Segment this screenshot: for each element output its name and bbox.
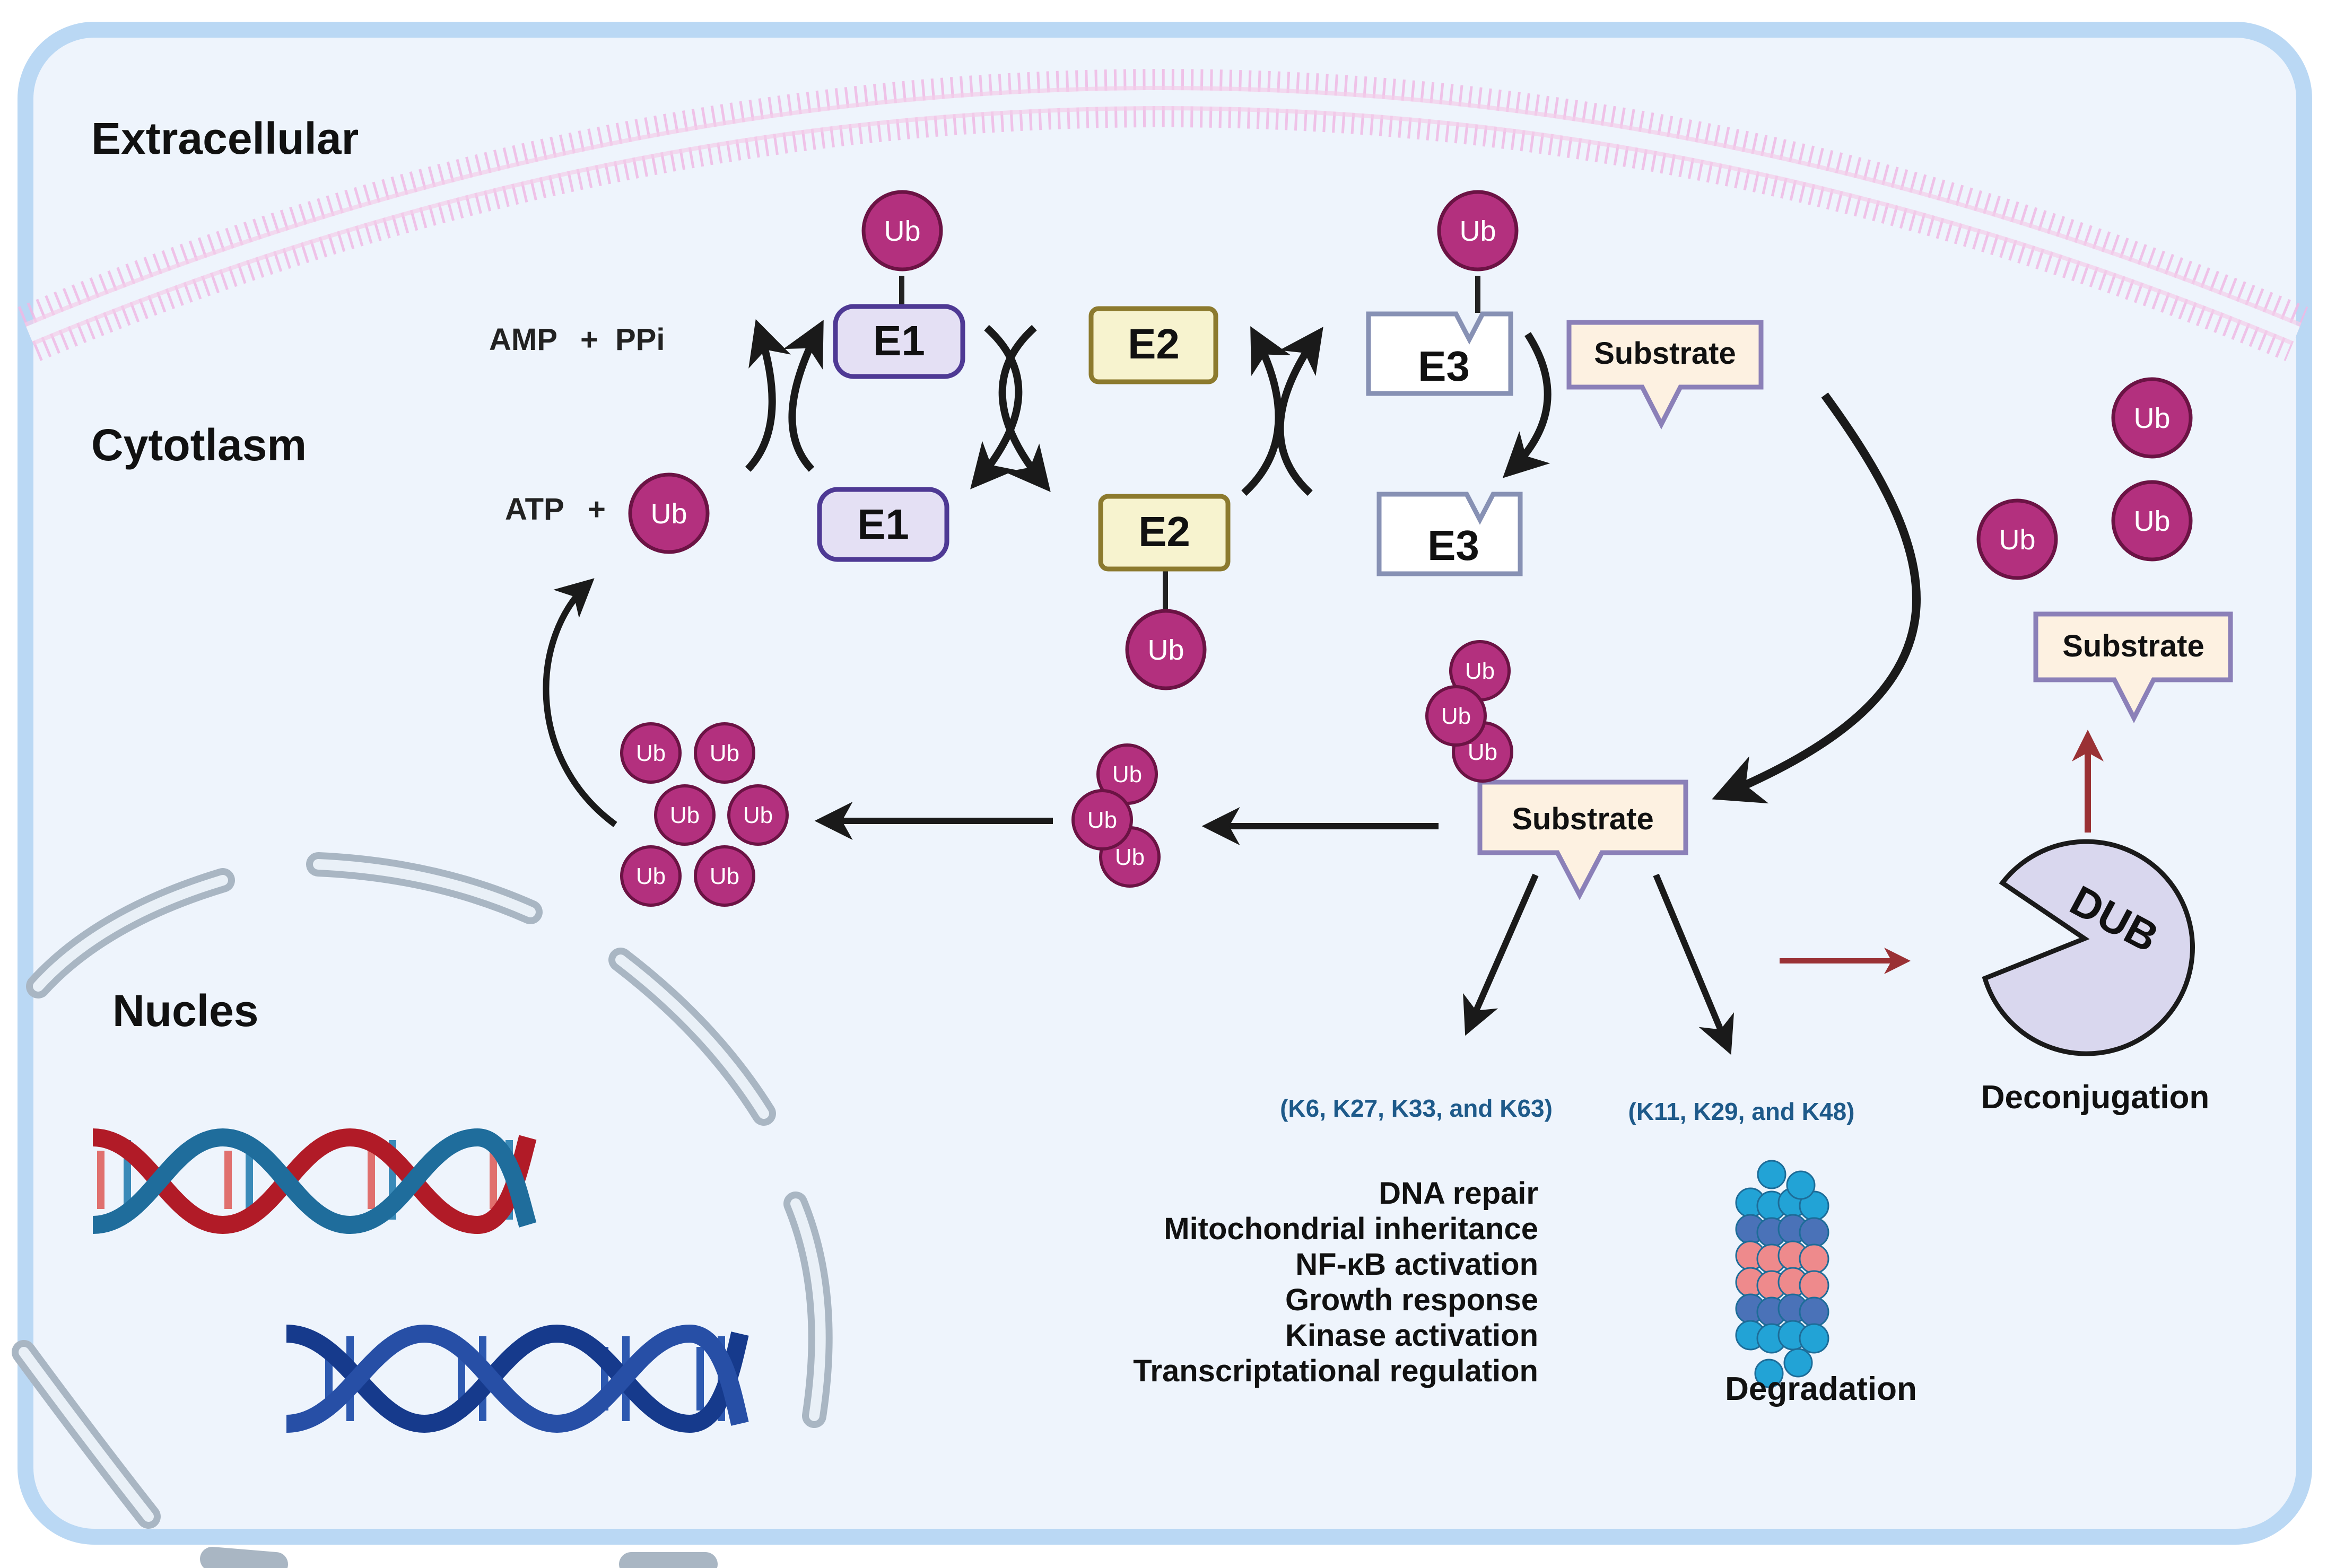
substrate-label: Substrate: [2062, 629, 2204, 663]
e1-box-free: E1: [817, 487, 949, 562]
linkage-degradative: (K11, K29, and K48): [1628, 1098, 1855, 1125]
e3-label: E3: [1427, 522, 1479, 569]
function-item: Mitochondrial inheritance: [1164, 1212, 1538, 1246]
ub-free: Ub: [2111, 377, 2193, 459]
ub-free: Ub: [2111, 480, 2193, 562]
e1-box-charged: E1: [833, 304, 965, 379]
dub-enzyme: DUB: [1982, 839, 2195, 1056]
recycle-arrow: [543, 578, 617, 827]
svg-text:Ub: Ub: [1087, 807, 1117, 833]
function-item: Transcriptational regulation: [1133, 1354, 1538, 1388]
svg-text:Ub: Ub: [2133, 505, 2170, 537]
e1-e2-transfer-arrows: [970, 325, 1051, 492]
caption-deconjugation: Deconjugation: [1981, 1079, 2210, 1116]
ub-e3: Ub: [1437, 190, 1519, 271]
svg-text:Ub: Ub: [1115, 844, 1145, 870]
svg-text:Ub: Ub: [670, 802, 700, 828]
e2-label: E2: [1138, 508, 1190, 555]
e3-box-charged: E3: [1366, 311, 1513, 396]
function-item: NF-κB activation: [1295, 1247, 1538, 1282]
released-polyubiquitin-chain: Ub Ub Ub: [1071, 743, 1161, 888]
svg-text:Ub: Ub: [710, 740, 739, 766]
e1-label: E1: [873, 317, 925, 364]
svg-text:Ub: Ub: [2133, 402, 2170, 434]
label-cytoplasm: Cytotlasm: [91, 420, 307, 470]
e2-box-free: E2: [1088, 306, 1218, 384]
linkage-branch-arrows: [1463, 873, 1735, 1055]
label-atp: ATP: [505, 492, 564, 527]
e3-label: E3: [1418, 343, 1470, 390]
svg-text:Ub: Ub: [1459, 215, 1496, 247]
linkage-nondegradative: (K6, K27, K33, and K63): [1280, 1094, 1553, 1122]
conjugation-arrow: [1712, 392, 1921, 804]
label-plus-bottom: +: [588, 492, 606, 527]
label-amp: AMP: [489, 322, 557, 357]
label-plus-top: +: [580, 322, 598, 357]
substrate-label: Substrate: [1512, 802, 1654, 836]
svg-text:Ub: Ub: [650, 498, 687, 530]
ub-e2: Ub: [1125, 609, 1207, 690]
function-item: Growth response: [1285, 1283, 1538, 1317]
label-nucleus: Nucles: [112, 986, 258, 1036]
svg-text:Ub: Ub: [710, 863, 739, 889]
substrate-unmodified: Substrate: [1566, 320, 1764, 430]
label-extracellular: Extracellular: [91, 113, 359, 163]
substrate-label: Substrate: [1594, 336, 1736, 371]
function-item: DNA repair: [1379, 1176, 1538, 1211]
substrate-released: Substrate: [2033, 611, 2233, 723]
chain-release-arrows: [814, 802, 1439, 845]
cell-membrane: [18, 69, 2308, 361]
dna-double-helix-blue: [286, 1324, 749, 1433]
svg-text:Ub: Ub: [743, 802, 773, 828]
e3-release-arrow: [1502, 332, 1552, 478]
activation-arrows: [745, 319, 824, 472]
svg-text:Ub: Ub: [1147, 634, 1184, 666]
ub-atp: Ub: [628, 472, 710, 554]
nuclear-envelope: [12, 852, 833, 1568]
substrate-ubiquitinated: Substrate: [1477, 779, 1688, 900]
e2-label: E2: [1128, 320, 1180, 367]
e3-box-free: E3: [1376, 492, 1523, 576]
ub-e1: Ub: [861, 190, 943, 271]
svg-text:Ub: Ub: [636, 863, 666, 889]
free-ubiquitin-pool: Ub Ub Ub Ub Ub Ub: [620, 722, 789, 907]
ub-free: Ub: [1976, 498, 2058, 580]
nondegradative-functions: DNA repair Mitochondrial inheritance NF-…: [1133, 1176, 1538, 1388]
caption-degradation: Degradation: [1725, 1371, 1917, 1407]
svg-text:Ub: Ub: [1465, 658, 1495, 684]
function-item: Kinase activation: [1285, 1318, 1538, 1353]
svg-text:Ub: Ub: [1112, 761, 1142, 787]
e2-box-charged: E2: [1098, 494, 1231, 572]
cell-boundary: [18, 22, 2312, 1545]
svg-text:Ub: Ub: [1999, 524, 2035, 556]
svg-text:Ub: Ub: [636, 740, 666, 766]
e1-label: E1: [857, 501, 909, 548]
label-ppi: PPi: [615, 322, 665, 357]
svg-text:Ub: Ub: [1468, 739, 1497, 765]
svg-text:Ub: Ub: [1441, 703, 1471, 729]
e2-e3-transfer-arrows: [1241, 326, 1323, 496]
polyubiquitin-chain-on-substrate: Ub Ub Ub: [1425, 640, 1513, 783]
svg-text:Ub: Ub: [884, 215, 920, 247]
dna-double-helix-red-blue: [92, 1128, 537, 1234]
proteasome-icon: [1735, 1160, 1829, 1388]
